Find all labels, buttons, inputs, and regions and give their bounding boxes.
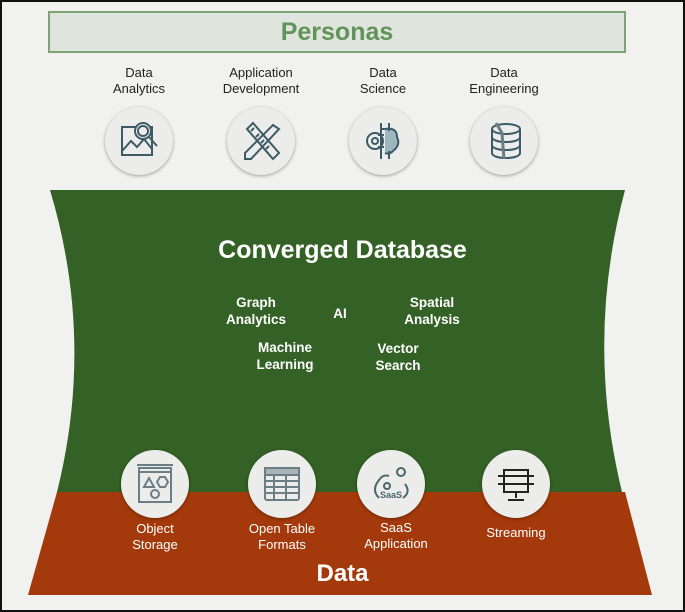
gear-brain-circuit-icon xyxy=(349,107,417,175)
source-label: Streaming xyxy=(486,525,546,540)
svg-text:SaaS: SaaS xyxy=(380,490,402,500)
table-icon xyxy=(248,450,316,518)
object-storage-shapes-icon xyxy=(121,450,189,518)
saas-cloud-gear-icon: SaaS xyxy=(357,450,425,518)
converged-database-title: Converged Database xyxy=(218,236,467,264)
data-layer-area xyxy=(28,492,652,595)
ruler-pencil-icon xyxy=(227,107,295,175)
converged-database-area xyxy=(50,190,625,492)
database-wrench-icon xyxy=(470,107,538,175)
capability-ai: AI xyxy=(333,306,347,321)
analytics-magnifier-icon xyxy=(105,107,173,175)
personas-header: Personas xyxy=(48,11,626,53)
streaming-icon xyxy=(482,450,550,518)
data-layer-title: Data xyxy=(316,560,369,587)
